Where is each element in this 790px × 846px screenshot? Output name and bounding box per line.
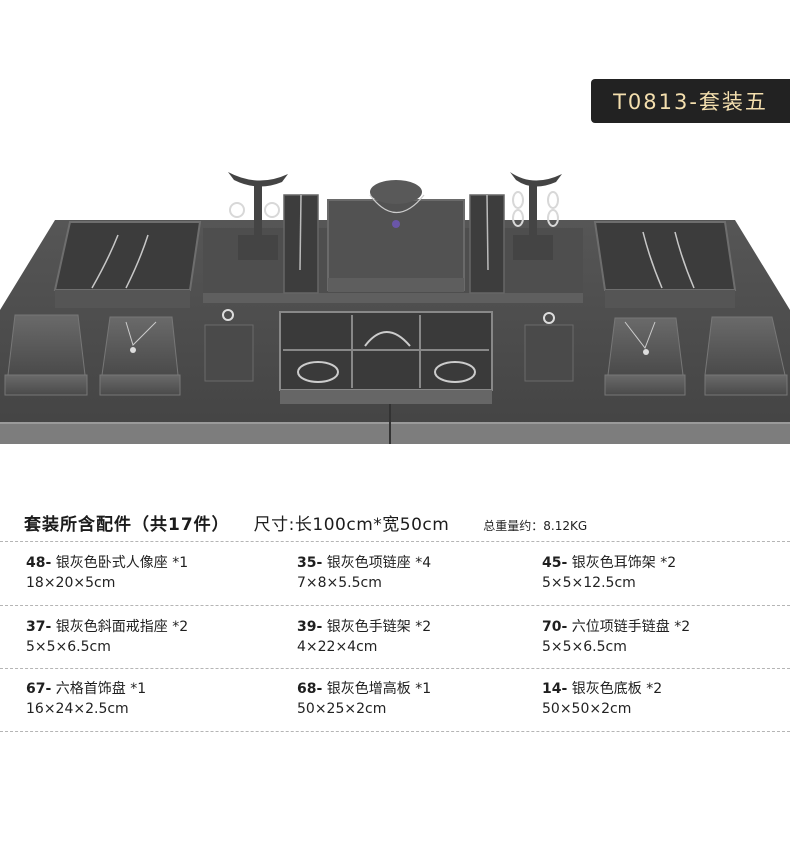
list-item: 39- 银灰色手链架 *2 4×22×4cm <box>297 618 547 656</box>
list-item: 35- 银灰色项链座 *4 7×8×5.5cm <box>297 554 547 592</box>
list-item: 70- 六位项链手链盘 *2 5×5×6.5cm <box>542 618 790 656</box>
item-name: 六格首饰盘 *1 <box>55 681 147 697</box>
item-dimensions: 5×5×6.5cm <box>542 639 627 655</box>
set-size: 尺寸:长100cm*宽50cm <box>253 515 450 535</box>
item-name: 银灰色增高板 *1 <box>326 681 432 697</box>
item-name: 银灰色耳饰架 *2 <box>571 555 677 571</box>
item-name: 银灰色卧式人像座 *1 <box>55 555 189 571</box>
divider <box>0 668 790 669</box>
product-code-label: T0813-套装五 <box>613 90 768 114</box>
item-dimensions: 5×5×12.5cm <box>542 575 636 591</box>
product-photo <box>0 160 790 450</box>
product-code-badge: T0813-套装五 <box>591 79 790 123</box>
item-dimensions: 7×8×5.5cm <box>297 575 382 591</box>
item-dimensions: 4×22×4cm <box>297 639 378 655</box>
item-name: 六位项链手链盘 *2 <box>571 619 691 635</box>
item-name: 银灰色项链座 *4 <box>326 555 432 571</box>
list-item: 45- 银灰色耳饰架 *2 5×5×12.5cm <box>542 554 790 592</box>
item-dimensions: 50×25×2cm <box>297 701 387 717</box>
item-dimensions: 5×5×6.5cm <box>26 639 111 655</box>
divider <box>0 541 790 542</box>
list-item: 14- 银灰色底板 *2 50×50×2cm <box>542 680 790 718</box>
item-dimensions: 16×24×2.5cm <box>26 701 129 717</box>
divider <box>0 605 790 606</box>
item-name: 银灰色底板 *2 <box>571 681 663 697</box>
item-dimensions: 50×50×2cm <box>542 701 632 717</box>
list-item: 37- 银灰色斜面戒指座 *2 5×5×6.5cm <box>26 618 276 656</box>
list-item: 67- 六格首饰盘 *1 16×24×2.5cm <box>26 680 276 718</box>
set-contents-title: 套装所含配件（共17件） <box>24 515 230 535</box>
item-name: 银灰色斜面戒指座 *2 <box>55 619 189 635</box>
list-item: 68- 银灰色增高板 *1 50×25×2cm <box>297 680 547 718</box>
set-weight: 总重量约：8.12KG <box>483 519 588 533</box>
divider <box>0 731 790 732</box>
list-item: 48- 银灰色卧式人像座 *1 18×20×5cm <box>26 554 276 592</box>
item-dimensions: 18×20×5cm <box>26 575 116 591</box>
set-spec-header: 套装所含配件（共17件） 尺寸:长100cm*宽50cm 总重量约：8.12KG <box>24 510 790 540</box>
item-name: 银灰色手链架 *2 <box>326 619 432 635</box>
